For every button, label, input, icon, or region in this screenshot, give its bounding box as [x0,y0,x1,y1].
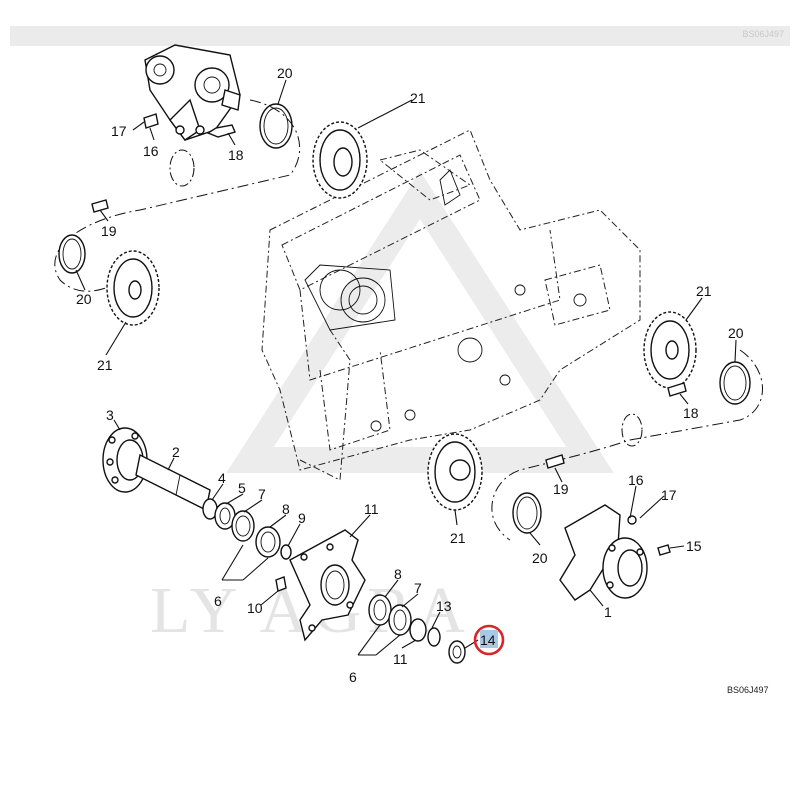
callout-7a: 7 [258,486,266,502]
right-hub-assembly [559,504,671,601]
left-chain-link-19 [91,199,109,213]
right-axle-stack [368,594,466,664]
callout-5a: 5 [238,480,246,496]
left-drive-chain [54,99,301,292]
right-chain-link-marker [621,413,643,447]
callout-14: 14 [480,632,496,648]
callout-labels: 20 21 17 16 18 19 20 21 21 20 18 3 2 4 5… [76,65,744,685]
callout-20d: 20 [532,550,548,566]
watermark: LY AGRA [150,170,614,647]
callout-21c: 21 [696,283,712,299]
chassis-frame [261,129,641,481]
callout-6a: 6 [214,593,222,609]
upper-ring [259,103,293,149]
callout-8a: 8 [282,501,290,517]
right-upper-sprocket [643,311,697,389]
callout-18b: 18 [683,405,699,421]
callout-4: 4 [218,470,226,486]
highlight-circle [473,624,505,656]
center-lower-sprocket [427,433,483,511]
callout-17a: 17 [111,123,127,139]
callout-1: 1 [604,604,612,620]
left-axle-assembly [102,427,211,512]
callout-21b: 21 [97,357,113,373]
upper-sprocket [312,121,368,199]
callout-16b: 16 [628,472,644,488]
upper-left-hub-assembly [143,44,241,141]
callout-19a: 19 [101,223,117,239]
drawing-code: BS06J497 [727,685,769,695]
right-chain-link-18 [667,382,687,397]
callout-8b: 8 [394,566,402,582]
left-lower-sprocket [106,250,160,326]
callout-18a: 18 [228,147,244,163]
callout-20a: 20 [277,65,293,81]
callout-17b: 17 [661,487,677,503]
callout-16a: 16 [143,143,159,159]
callout-11a: 11 [364,501,379,517]
callout-10: 10 [247,600,263,616]
callout-20c: 20 [728,325,744,341]
highlighted-callout-14[interactable]: 14 [473,624,505,656]
callout-13: 13 [436,598,452,614]
header-bar: BS06J497 [10,26,790,46]
callout-15: 15 [686,538,702,554]
callout-11b: 11 [393,651,408,667]
left-axle-stack [202,498,292,560]
left-lower-ring [58,234,86,274]
callout-7b: 7 [414,580,422,596]
right-drive-chain [491,349,763,541]
callout-21d: 21 [450,530,466,546]
callout-21a: 21 [410,90,426,106]
center-chain-link-19 [545,454,565,469]
header-text: BS06J497 [742,29,784,39]
leader-lines [75,79,737,656]
callout-6b: 6 [349,669,357,685]
callout-20b: 20 [76,291,92,307]
callout-19b: 19 [553,481,569,497]
callout-9: 9 [298,510,306,526]
right-upper-ring [719,361,751,405]
callout-2: 2 [172,444,180,460]
callout-3: 3 [106,407,114,423]
left-chain-link-marker [169,149,195,187]
center-lower-ring [512,492,542,534]
left-carrier-plate [275,529,366,642]
highlight-fill [480,630,498,648]
